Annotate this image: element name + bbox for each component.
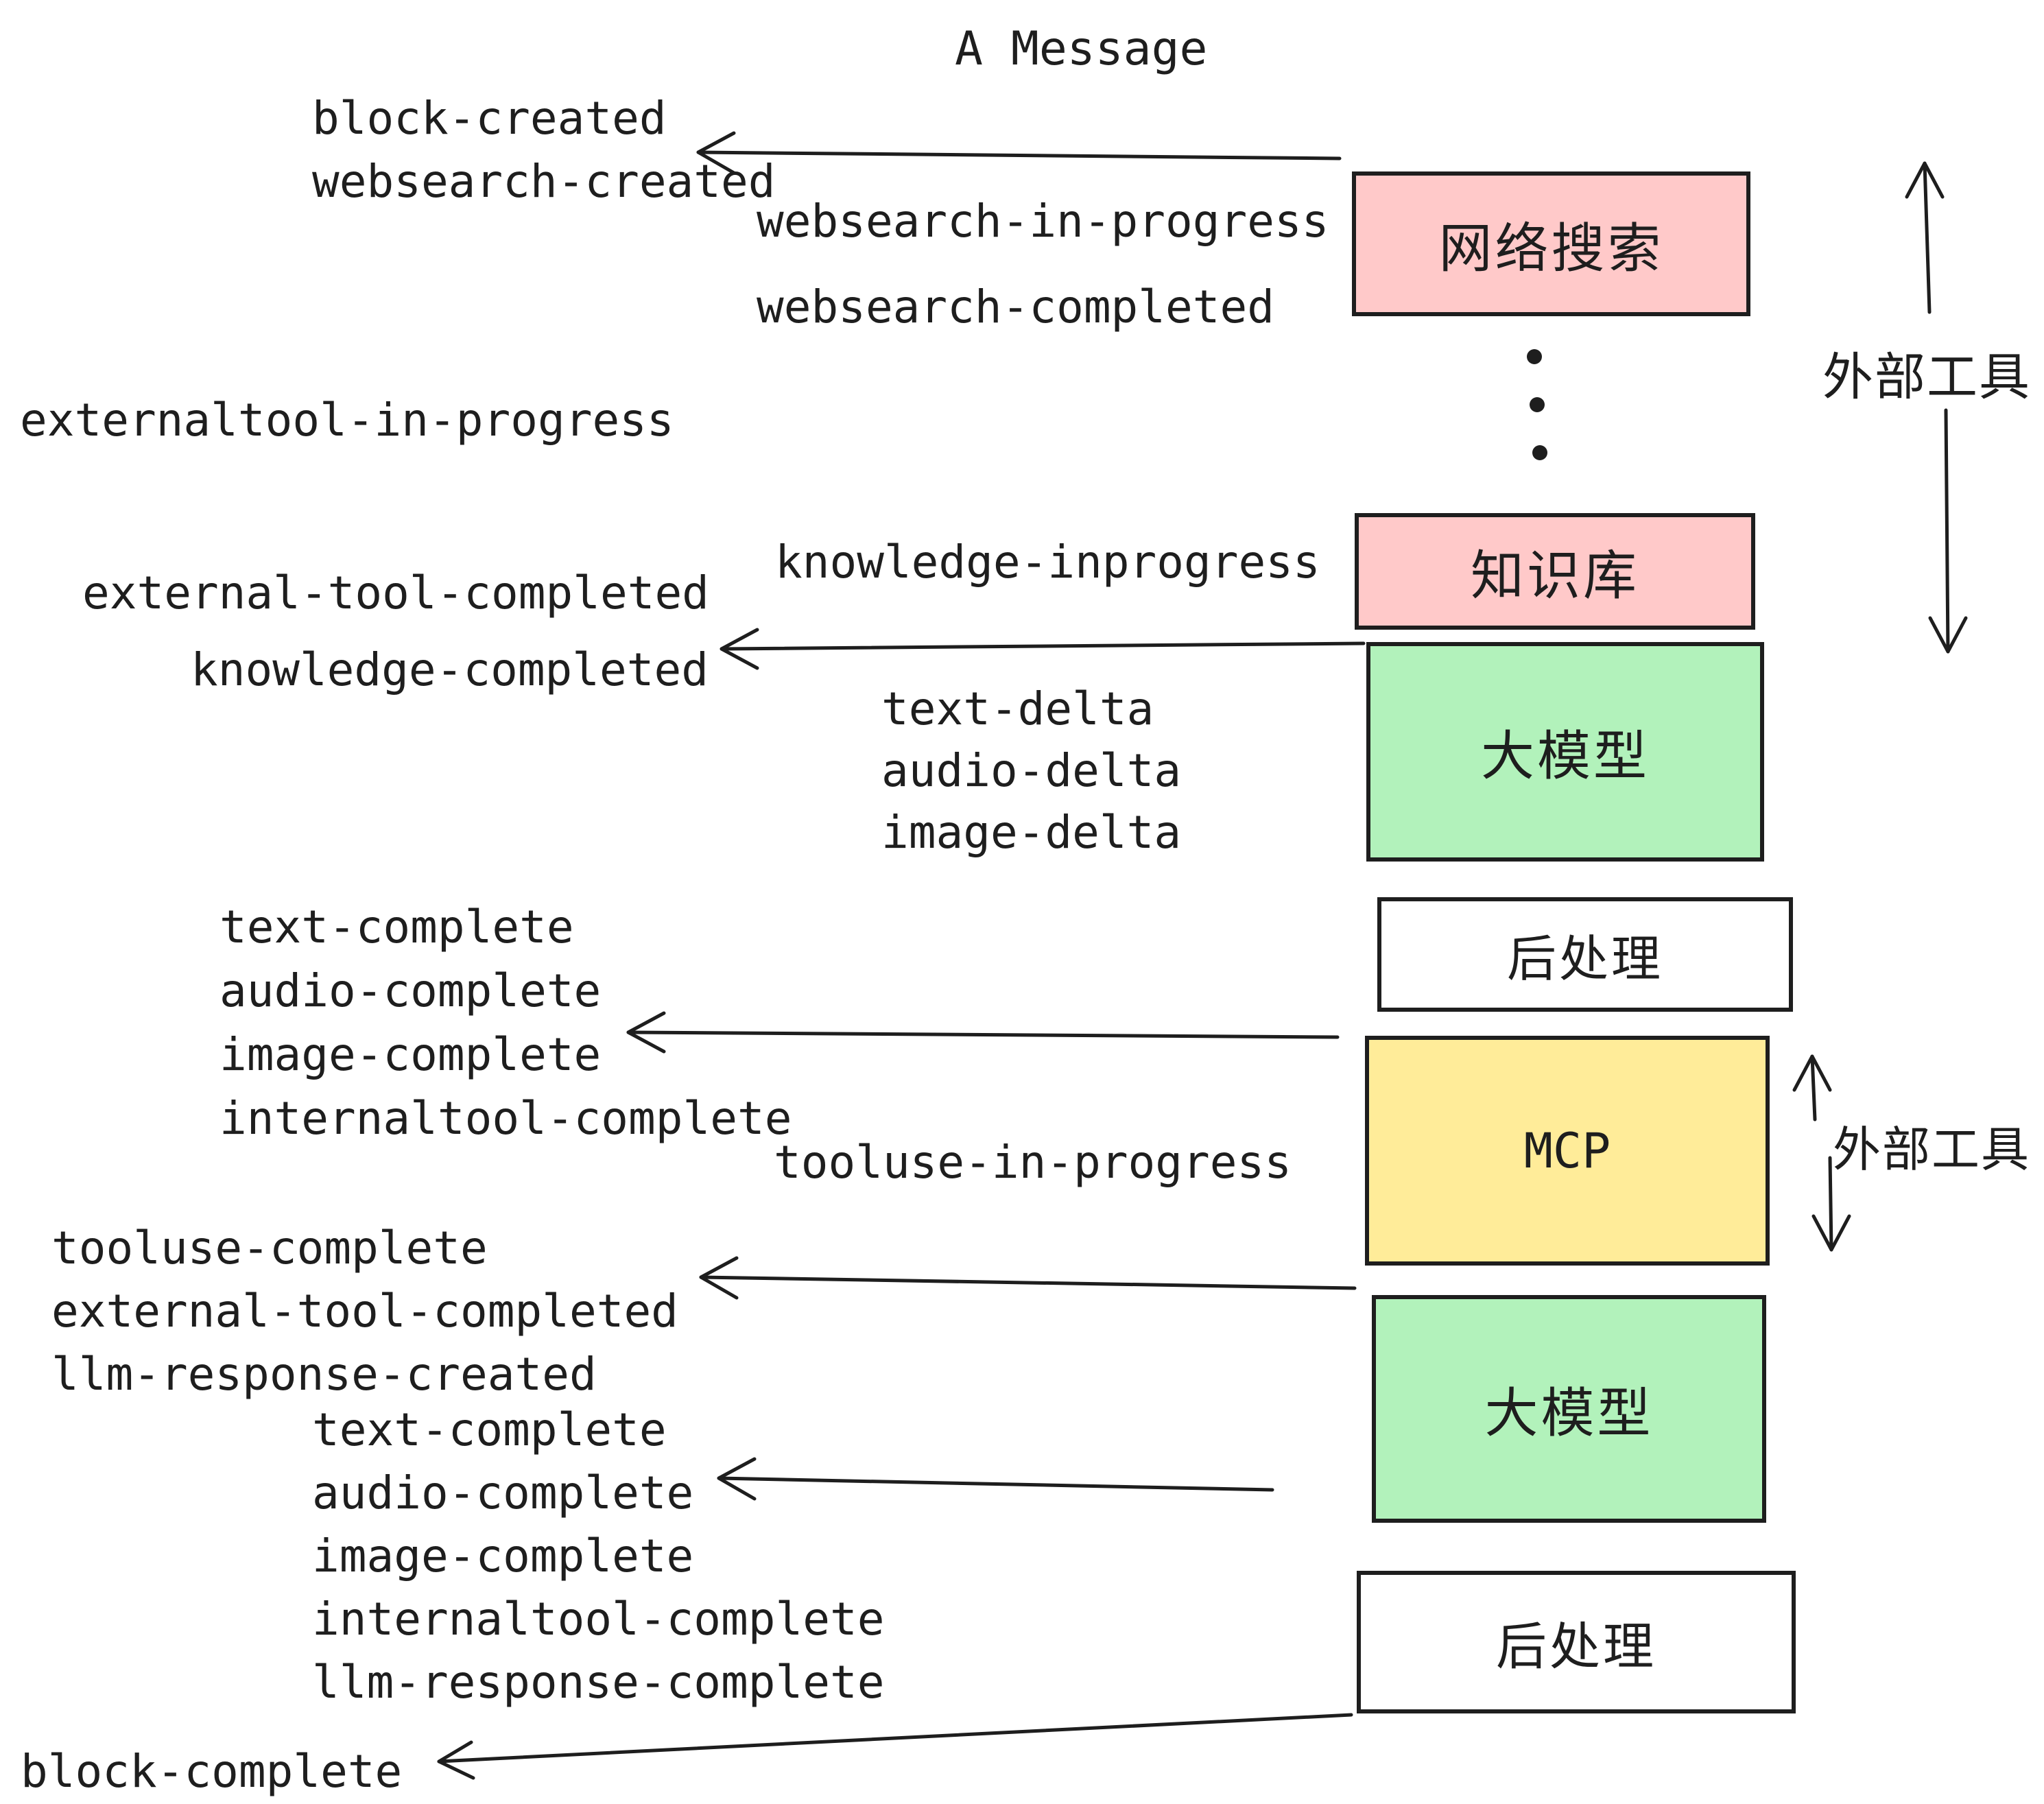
event-label-external-tool-completed-2: external-tool-completed: [51, 1285, 678, 1338]
event-label-knowledge-completed: knowledge-completed: [191, 643, 709, 696]
node-mcp: MCP: [1365, 1036, 1770, 1266]
event-label-text-delta-1: text-delta: [881, 683, 1154, 735]
arrow-to-websearch-created: [696, 131, 1342, 175]
node-llm-2-label: 大模型: [1484, 1383, 1654, 1443]
event-label-audio-complete-2: audio-complete: [312, 1467, 694, 1519]
event-label-block-complete: block-complete: [21, 1745, 403, 1798]
ellipsis-dots: [1527, 349, 1547, 460]
annotation-external-tools-top: 外部工具: [1822, 348, 2031, 405]
node-llm-1: 大模型: [1366, 642, 1764, 862]
event-label-image-complete-2: image-complete: [312, 1530, 694, 1582]
event-label-websearch-in-progress: websearch-in-progress: [757, 195, 1329, 248]
event-label-audio-delta-1: audio-delta: [881, 744, 1182, 797]
arrow-external-tools-down-1: [1928, 408, 1968, 654]
node-postprocess-1: 后处理: [1377, 897, 1793, 1012]
event-label-llm-response-created: llm-response-created: [51, 1348, 597, 1401]
event-label-text-complete-1: text-complete: [219, 901, 574, 953]
event-label-audio-complete-1: audio-complete: [219, 964, 602, 1017]
event-label-knowledge-inprogress: knowledge-inprogress: [775, 536, 1320, 589]
diagram-title: A Message: [955, 22, 1208, 76]
event-label-tooluse-complete: tooluse-complete: [51, 1222, 488, 1274]
node-websearch: 网络搜索: [1352, 171, 1750, 316]
node-knowledge-base-label: 知识库: [1470, 545, 1639, 606]
event-label-llm-response-complete: llm-response-complete: [312, 1656, 885, 1709]
arrow-to-block-complete: [437, 1713, 1353, 1780]
event-label-text-complete-2: text-complete: [312, 1403, 667, 1456]
annotation-external-tools-mid: 外部工具: [1833, 1123, 2030, 1176]
event-label-block-created: block-created: [312, 92, 667, 145]
node-knowledge-base: 知识库: [1355, 513, 1755, 630]
event-label-image-delta-1: image-delta: [881, 806, 1182, 859]
arrow-to-tooluse-complete: [699, 1256, 1357, 1300]
node-websearch-label: 网络搜索: [1438, 217, 1664, 278]
event-label-internaltool-complete-1: internaltool-complete: [219, 1092, 792, 1145]
arrow-to-image-complete: [626, 1011, 1340, 1054]
node-llm-1-label: 大模型: [1480, 726, 1650, 786]
event-label-external-tool-completed-1: external-tool-completed: [82, 567, 709, 619]
event-label-websearch-completed: websearch-completed: [757, 281, 1274, 333]
arrow-to-knowledge-completed: [720, 628, 1366, 670]
event-label-externaltool-in-progress: externaltool-in-progress: [20, 394, 674, 447]
node-postprocess-2-label: 后处理: [1496, 1617, 1656, 1675]
event-label-internaltool-complete-2: internaltool-complete: [312, 1593, 885, 1646]
node-postprocess-2: 后处理: [1357, 1571, 1796, 1713]
node-llm-2: 大模型: [1372, 1295, 1766, 1523]
event-label-tooluse-in-progress: tooluse-in-progress: [774, 1136, 1292, 1189]
node-mcp-label: MCP: [1523, 1122, 1611, 1179]
node-postprocess-1-label: 后处理: [1506, 932, 1663, 987]
arrow-to-audio-complete: [717, 1457, 1274, 1501]
arrow-external-tools-up-1: [1905, 161, 1945, 314]
event-label-websearch-created: websearch-created: [312, 155, 776, 208]
arrow-external-tools-up-2: [1792, 1054, 1832, 1121]
event-label-image-complete-1: image-complete: [219, 1028, 602, 1081]
